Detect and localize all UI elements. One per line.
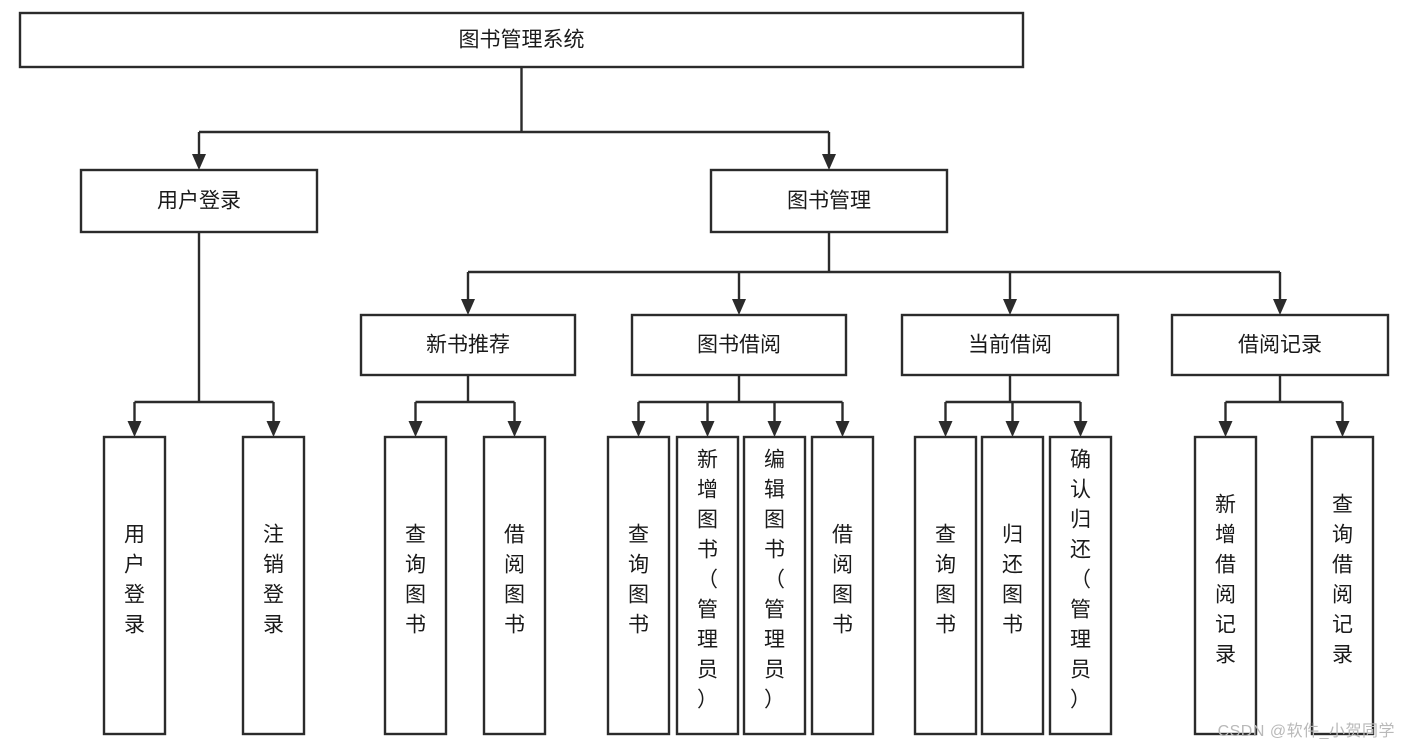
node-leaf-user-login-box[interactable] <box>102 435 167 736</box>
node-group: 图书管理系统用户登录图书管理新书推荐图书借阅当前借阅借阅记录用户登录注销登录查询… <box>18 11 1390 736</box>
link-user-login-arrow-1 <box>266 421 281 437</box>
node-user-login-box[interactable] <box>79 168 319 234</box>
node-book-borrow-box[interactable] <box>630 313 848 377</box>
link-new-book-recommend-arrow-1 <box>507 421 522 437</box>
link-current-borrow-arrow-2 <box>1073 421 1088 437</box>
node-leaf-query-book-2-label: 查询图书 <box>628 524 649 637</box>
node-new-book-recommend[interactable]: 新书推荐 <box>359 313 577 377</box>
link-book-management-arrow-0 <box>461 299 475 315</box>
link-book-borrow-arrow-0 <box>631 421 646 437</box>
node-book-management-box[interactable] <box>709 168 949 234</box>
node-leaf-logout-box[interactable] <box>241 435 306 736</box>
node-leaf-confirm-return[interactable]: 确认归还（管理员） <box>1048 435 1113 736</box>
link-book-borrow-arrow-2 <box>767 421 782 437</box>
node-current-borrow-label: 当前借阅 <box>968 334 1052 357</box>
node-leaf-add-record[interactable]: 新增借阅记录 <box>1193 435 1258 736</box>
node-leaf-add-book[interactable]: 新增图书（管理员） <box>675 435 740 736</box>
node-book-borrow-label: 图书借阅 <box>697 334 781 357</box>
link-book-management-arrow-1 <box>732 299 746 315</box>
node-leaf-query-book-1-box[interactable] <box>383 435 448 736</box>
link-root-arrow-0 <box>192 154 206 170</box>
node-book-management[interactable]: 图书管理 <box>709 168 949 234</box>
node-leaf-borrow-book-2-label: 借阅图书 <box>832 524 853 637</box>
link-root-arrow-1 <box>822 154 836 170</box>
node-leaf-return-book[interactable]: 归还图书 <box>980 435 1045 736</box>
node-leaf-borrow-book-1[interactable]: 借阅图书 <box>482 435 547 736</box>
link-borrow-record-arrow-1 <box>1335 421 1350 437</box>
node-leaf-return-book-box[interactable] <box>980 435 1045 736</box>
link-new-book-recommend-arrow-0 <box>408 421 423 437</box>
link-user-login-arrow-0 <box>127 421 142 437</box>
link-book-management-arrow-3 <box>1273 299 1287 315</box>
node-leaf-add-book-label: 新增图书（管理员） <box>697 449 718 712</box>
link-book-management-arrow-2 <box>1003 299 1017 315</box>
node-new-book-recommend-label: 新书推荐 <box>426 334 510 357</box>
node-root-box[interactable] <box>18 11 1025 69</box>
node-borrow-record[interactable]: 借阅记录 <box>1170 313 1390 377</box>
node-leaf-query-book-2-box[interactable] <box>606 435 671 736</box>
node-leaf-return-book-label: 归还图书 <box>1002 524 1023 637</box>
node-user-login-label: 用户登录 <box>157 190 241 213</box>
node-leaf-confirm-return-label: 确认归还（管理员） <box>1070 449 1091 712</box>
node-leaf-query-book-2[interactable]: 查询图书 <box>606 435 671 736</box>
node-leaf-query-record-label: 查询借阅记录 <box>1332 494 1353 667</box>
node-leaf-edit-book-label: 编辑图书（管理员） <box>764 449 785 712</box>
link-book-borrow-arrow-3 <box>835 421 850 437</box>
node-leaf-user-login[interactable]: 用户登录 <box>102 435 167 736</box>
node-root[interactable]: 图书管理系统 <box>18 11 1025 69</box>
node-leaf-add-record-box[interactable] <box>1193 435 1258 736</box>
node-current-borrow[interactable]: 当前借阅 <box>900 313 1120 377</box>
node-leaf-edit-book[interactable]: 编辑图书（管理员） <box>742 435 807 736</box>
node-book-management-label: 图书管理 <box>787 190 871 213</box>
link-book-borrow-arrow-1 <box>700 421 715 437</box>
node-leaf-query-book-1[interactable]: 查询图书 <box>383 435 448 736</box>
node-leaf-query-book-1-label: 查询图书 <box>405 524 426 637</box>
node-root-label: 图书管理系统 <box>459 29 585 52</box>
node-leaf-query-book-3[interactable]: 查询图书 <box>913 435 978 736</box>
node-leaf-query-book-3-box[interactable] <box>913 435 978 736</box>
node-leaf-borrow-book-2[interactable]: 借阅图书 <box>810 435 875 736</box>
link-current-borrow-arrow-1 <box>1005 421 1020 437</box>
node-current-borrow-box[interactable] <box>900 313 1120 377</box>
node-leaf-borrow-book-1-box[interactable] <box>482 435 547 736</box>
node-leaf-logout[interactable]: 注销登录 <box>241 435 306 736</box>
connector-group <box>127 67 1350 437</box>
node-borrow-record-label: 借阅记录 <box>1238 334 1322 357</box>
node-leaf-query-book-3-label: 查询图书 <box>935 524 956 637</box>
node-borrow-record-box[interactable] <box>1170 313 1390 377</box>
node-leaf-edit-book-box[interactable] <box>742 435 807 736</box>
node-leaf-add-book-box[interactable] <box>675 435 740 736</box>
node-leaf-add-record-label: 新增借阅记录 <box>1215 494 1236 667</box>
node-leaf-borrow-book-1-label: 借阅图书 <box>504 524 525 637</box>
node-leaf-logout-label: 注销登录 <box>263 524 284 637</box>
link-borrow-record-arrow-0 <box>1218 421 1233 437</box>
node-user-login[interactable]: 用户登录 <box>79 168 319 234</box>
node-leaf-user-login-label: 用户登录 <box>124 524 145 637</box>
node-leaf-query-record-box[interactable] <box>1310 435 1375 736</box>
node-leaf-confirm-return-box[interactable] <box>1048 435 1113 736</box>
link-current-borrow-arrow-0 <box>938 421 953 437</box>
node-book-borrow[interactable]: 图书借阅 <box>630 313 848 377</box>
node-new-book-recommend-box[interactable] <box>359 313 577 377</box>
node-leaf-borrow-book-2-box[interactable] <box>810 435 875 736</box>
node-leaf-query-record[interactable]: 查询借阅记录 <box>1310 435 1375 736</box>
